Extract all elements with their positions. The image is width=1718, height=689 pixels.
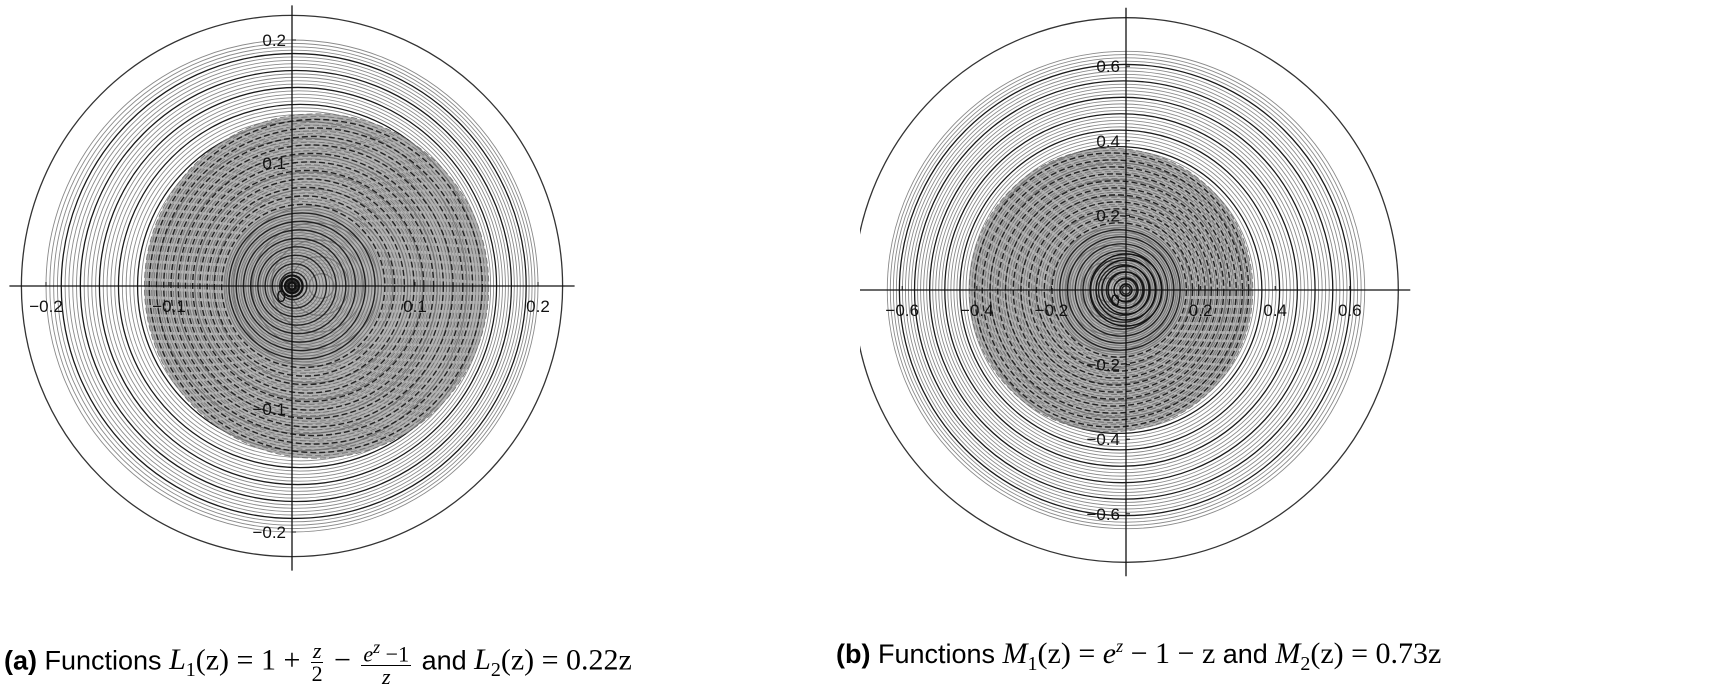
caption-a-prefix: Functions — [37, 645, 170, 676]
y-tick-label: −0.6 — [1086, 505, 1120, 524]
caption-b-and: and — [1215, 639, 1276, 669]
x-tick-label: 0.1 — [403, 297, 427, 316]
caption-b-tag: (b) — [836, 639, 871, 669]
caption-b-f1: M1 — [1002, 637, 1038, 675]
caption-b-f2-arg: (z) — [1310, 637, 1344, 670]
plot-a-canvas: −0.2 −0.1 0.1 0.2 0.2 0.1 −0.1 −0.2 0 — [9, 5, 575, 571]
origin-label: 0 — [277, 287, 286, 306]
caption-a-f2-rhs: = 0.22z — [534, 643, 632, 677]
x-tick-label: 0.2 — [526, 297, 550, 316]
y-tick-label: 0.2 — [262, 31, 286, 50]
caption-b-f2: M2 — [1275, 637, 1311, 675]
y-tick-label: 0.6 — [1096, 57, 1120, 76]
y-tick-label: −0.1 — [252, 400, 286, 419]
origin-label: 0 — [1111, 291, 1120, 310]
y-tick-label: −0.4 — [1086, 430, 1120, 449]
y-tick-label: 0.4 — [1096, 132, 1120, 151]
caption-b-prefix: Functions — [870, 639, 1003, 669]
x-tick-label: 0.6 — [1338, 301, 1362, 320]
caption-b-f2-rhs: = 0.73z — [1343, 637, 1442, 670]
figure-panel-a: −0.2 −0.1 0.1 0.2 0.2 0.1 −0.1 −0.2 0 (a) Functi… — [0, 0, 860, 688]
caption-b: (b) Functions M1(z) = ez − 1 − z and M2(… — [836, 636, 1441, 676]
caption-a-tag: (a) — [4, 645, 37, 676]
x-tick-label: −0.2 — [1035, 301, 1069, 320]
x-tick-label: −0.6 — [885, 301, 919, 320]
y-tick-label: 0.1 — [262, 154, 286, 173]
x-tick-label: 0.2 — [1189, 301, 1213, 320]
caption-a-f2-arg: (z) — [500, 643, 535, 677]
caption-b-exp: ez — [1102, 636, 1124, 670]
caption-a-eq: = 1 + — [229, 643, 308, 677]
caption-b-f1-arg: (z) — [1037, 637, 1071, 670]
caption-b-tail: − 1 − z — [1123, 637, 1216, 670]
caption-a-and: and — [414, 645, 475, 676]
caption-a-f1: L1 — [169, 643, 196, 682]
y-tick-label: −0.2 — [1086, 356, 1120, 375]
y-tick-label: −0.2 — [252, 523, 286, 542]
axes: −0.6 −0.4 −0.2 0.2 0.4 0.6 0.6 0.4 0.2 −0.2 −0.4 −0… — [860, 7, 1411, 577]
figure-panel-b: −0.6 −0.4 −0.2 0.2 0.4 0.6 0.6 0.4 0.2 −0.2 −0.4 −0… — [836, 0, 1718, 682]
x-tick-label: −0.2 — [29, 297, 63, 316]
plot-b-canvas: −0.6 −0.4 −0.2 0.2 0.4 0.6 0.6 0.4 0.2 −0.2 −0.4 −0… — [860, 7, 1411, 577]
axes: −0.2 −0.1 0.1 0.2 0.2 0.1 −0.1 −0.2 0 — [9, 5, 575, 571]
x-tick-label: −0.1 — [152, 297, 186, 316]
caption-a-f1-arg: (z) — [195, 643, 230, 677]
x-tick-label: −0.4 — [960, 301, 994, 320]
caption-a-minus: − — [326, 643, 359, 677]
x-tick-label: 0.4 — [1263, 301, 1287, 320]
caption-b-eq: = — [1070, 637, 1103, 670]
caption-a-f2: L2 — [474, 643, 501, 682]
y-tick-label: 0.2 — [1096, 206, 1120, 225]
